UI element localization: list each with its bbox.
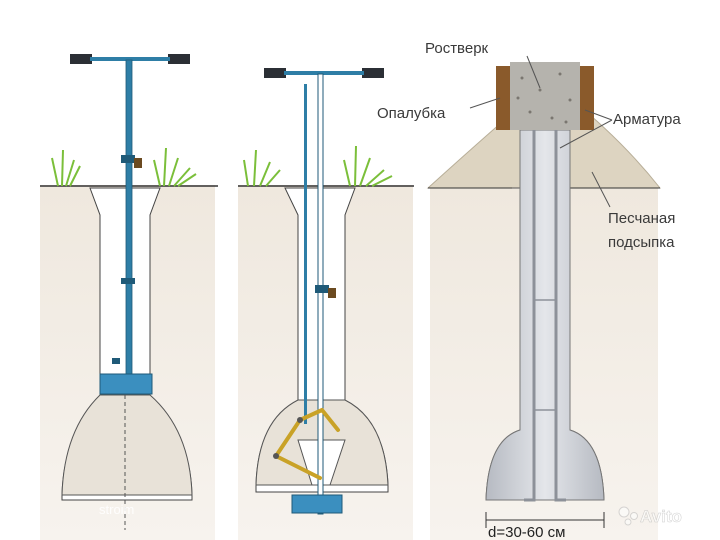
panel-finished-pile xyxy=(426,55,662,540)
grillage-texture xyxy=(516,72,572,124)
grass-icon xyxy=(51,147,197,187)
handle-grip-left xyxy=(264,68,286,78)
auger-tool xyxy=(70,54,190,395)
label-opalubka: Опалубка xyxy=(377,105,446,122)
formwork-right xyxy=(580,66,594,130)
handle-grip-right xyxy=(362,68,384,78)
handle-grip-left xyxy=(70,54,92,64)
panel-drilling xyxy=(40,54,218,540)
callout-lines xyxy=(469,55,613,208)
watermark-right: Avito xyxy=(640,507,682,526)
grillage xyxy=(510,62,580,130)
formwork-left xyxy=(496,66,510,130)
label-rostverk: Ростверк xyxy=(425,40,489,57)
label-armatura: Арматура xyxy=(613,111,681,128)
widened-base xyxy=(61,394,193,496)
concrete-pile xyxy=(485,129,605,501)
watermark-left: stroim xyxy=(99,502,134,517)
auger-bucket xyxy=(99,373,153,395)
rebar xyxy=(524,95,566,502)
handle-grip-right xyxy=(168,54,190,64)
expander-tool xyxy=(264,68,384,515)
label-sand-line1: Песчаная xyxy=(608,210,675,227)
label-diameter: d=30-60 см xyxy=(488,524,565,540)
grass-icon xyxy=(243,145,393,187)
avito-logo: Avito xyxy=(618,506,682,526)
label-sand-line2: подсыпка xyxy=(608,234,675,251)
auger-bucket xyxy=(291,494,343,514)
panel-expanding xyxy=(238,68,414,540)
